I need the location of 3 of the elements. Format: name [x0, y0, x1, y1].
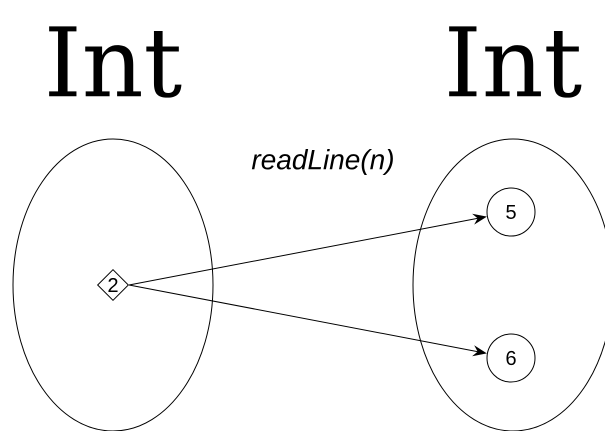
set-title: Int	[449, 26, 582, 98]
set-title: Int	[49, 26, 182, 98]
function-label: readLine(n)	[252, 148, 393, 176]
